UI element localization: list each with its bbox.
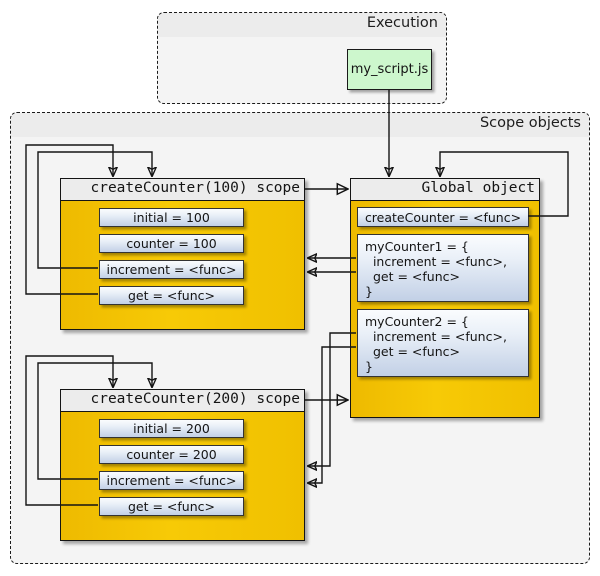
member-counter[interactable]: counter = 100 [99,234,244,253]
scope-objects-group-header [11,113,589,137]
execution-group-title: Execution [366,15,438,31]
object-header: Global object [351,179,539,201]
object-title: createCounter(200) scope [90,391,300,407]
object-createcounter-200-scope[interactable]: createCounter(200) scope initial = 200 c… [60,389,305,541]
object-title: createCounter(100) scope [90,180,300,196]
member-initial[interactable]: initial = 100 [99,208,244,227]
object-header: createCounter(200) scope [61,390,304,412]
member-get[interactable]: get = <func> [99,286,244,305]
object-createcounter-100-scope[interactable]: createCounter(100) scope initial = 100 c… [60,178,305,330]
member-initial[interactable]: initial = 200 [99,419,244,438]
object-global[interactable]: Global object createCounter = <func> myC… [350,178,540,418]
member-increment[interactable]: increment = <func> [99,471,244,490]
member-counter[interactable]: counter = 200 [99,445,244,464]
execution-group-header [158,13,446,37]
object-title: Global object [421,180,536,196]
member-get[interactable]: get = <func> [99,497,244,516]
scope-objects-group-title: Scope objects [479,115,581,131]
member-createcounter[interactable]: createCounter = <func> [357,207,529,227]
member-increment[interactable]: increment = <func> [99,260,244,279]
my-script-node[interactable]: my_script.js [347,49,432,90]
member-mycounter2[interactable]: myCounter2 = { increment = <func>, get =… [357,309,529,377]
member-mycounter1[interactable]: myCounter1 = { increment = <func>, get =… [357,234,529,302]
object-header: createCounter(100) scope [61,179,304,201]
